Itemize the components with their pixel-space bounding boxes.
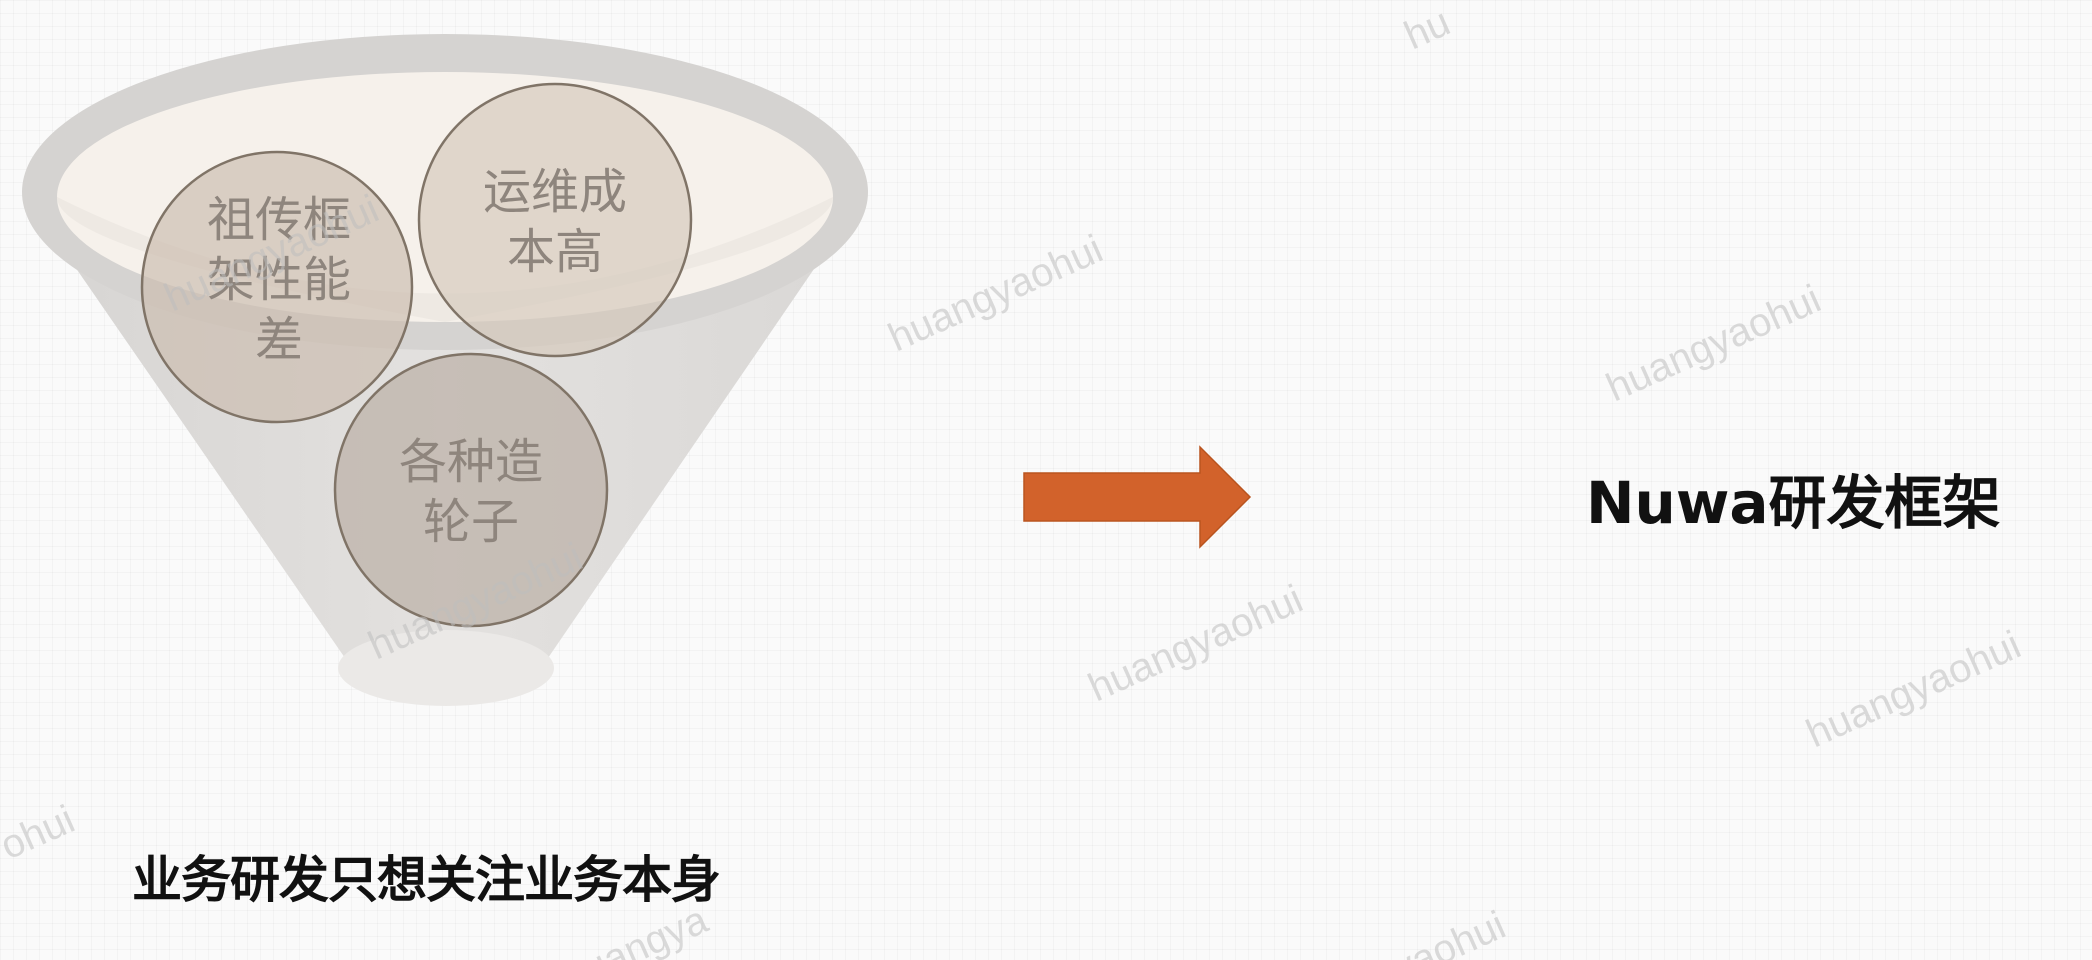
circle-label-line: 祖传框 [206,192,351,248]
funnel-bottom-opening [338,630,554,706]
circle-label-line: 差 [254,312,303,368]
circle-label-ops-cost: 运维成 本高 [455,162,655,282]
caption-business-focus: 业务研发只想关注业务本身 [132,851,721,909]
circle-label-reinvent-wheels: 各种造 轮子 [371,432,571,552]
circle-inherited-framework [140,150,414,424]
circle-reinvent-wheels [333,352,609,628]
circle-label-line: 轮子 [422,494,519,550]
circle-label-line: 各种造 [398,434,543,490]
circle-label-line: 架性能 [206,252,351,308]
right-arrow [1023,445,1252,549]
circle-ops-cost [417,82,693,358]
circle-label-line: 运维成 [482,164,627,220]
circle-label-inherited-framework: 祖传框 架性能 差 [179,190,379,370]
caption-nuwa-framework: Nuwa研发框架 [1586,469,2001,537]
circle-label-line: 本高 [506,224,603,280]
